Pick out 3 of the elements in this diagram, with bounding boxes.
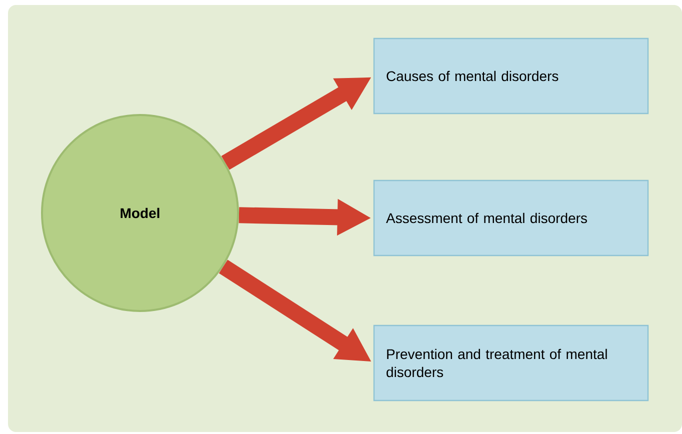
text-box: Prevention and treatment of mental disorders [373,324,649,402]
text-box: Causes of mental disorders [373,38,649,114]
text-box: Assessment of mental disorders [373,180,649,256]
